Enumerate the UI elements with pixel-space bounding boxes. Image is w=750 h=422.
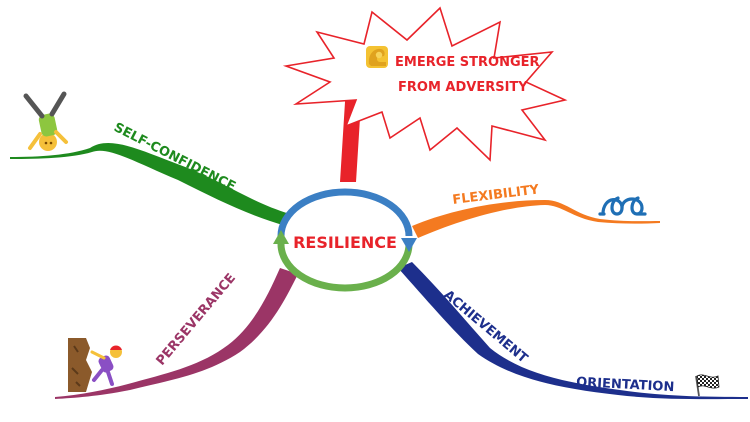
branch-perseverance: PERSEVERANCE — [55, 268, 298, 399]
starburst-callout — [282, 6, 568, 162]
chequered-flag-icon — [695, 374, 720, 397]
flexed-biceps-icon — [366, 46, 388, 68]
branch-perseverance-line — [55, 268, 298, 399]
callout-line-1: EMERGE STRONGER — [395, 55, 540, 70]
branch-flexibility-line — [412, 200, 660, 238]
branch-orientation-label: ORIENTATION — [576, 375, 675, 395]
callout-line-2: FROM ADVERSITY — [398, 80, 528, 95]
ring-arrow-right-icon — [401, 238, 417, 252]
branch-achievement-line — [398, 262, 748, 400]
center-node: RESILIENCE — [273, 188, 417, 292]
center-ring-blue-arc — [277, 188, 413, 237]
double-curly-loop-icon — [598, 196, 647, 216]
callout-group: EMERGE STRONGER FROM ADVERSITY — [282, 6, 568, 182]
ring-arrow-left-icon — [273, 230, 289, 244]
center-ring-green-arc — [277, 243, 413, 292]
branch-achievement: ACHIEVEMENT ORIENTATION — [398, 262, 748, 400]
branch-self-confidence-line — [10, 143, 290, 226]
center-label: RESILIENCE — [293, 233, 397, 252]
branch-flexibility: FLEXIBILITY — [412, 182, 660, 238]
cartwheel-person-icon — [23, 91, 68, 151]
climbing-person-icon — [68, 338, 122, 392]
branch-self-confidence: SELF-CONFIDENCE — [10, 91, 290, 226]
